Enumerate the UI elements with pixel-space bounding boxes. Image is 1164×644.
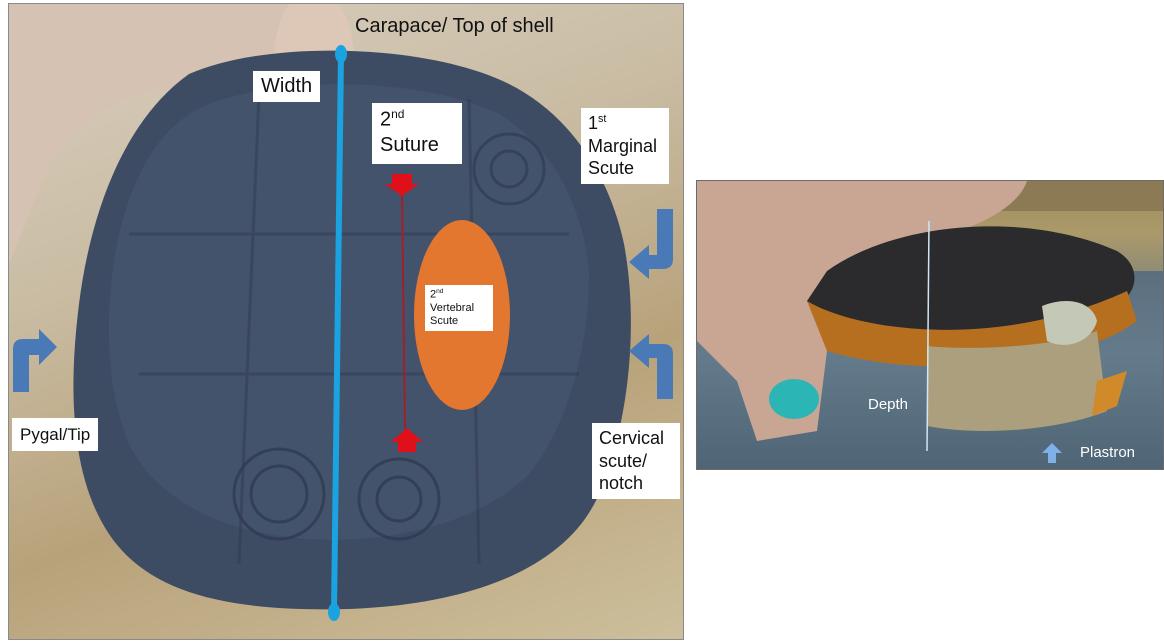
curved-arrow-icon (629, 209, 673, 279)
side-view-photo-panel (696, 180, 1164, 470)
carapace-photo-panel (8, 3, 684, 640)
up-arrow-icon (1042, 443, 1062, 463)
side-view-illustration (697, 181, 1164, 470)
curved-arrow-icon (629, 334, 673, 399)
plastron-label: Plastron (1080, 444, 1135, 463)
second-suture-label: 2nd Suture (372, 103, 462, 164)
first-marginal-scute-label: 1st Marginal Scute (581, 108, 669, 184)
curved-arrow-icon (13, 329, 57, 392)
width-label: Width (253, 71, 320, 102)
carapace-label: Carapace/ Top of shell (355, 14, 554, 39)
carapace-illustration (9, 4, 684, 640)
fingernail-shape (769, 379, 819, 419)
depth-label: Depth (868, 396, 908, 415)
cervical-scute-notch-label: Cervical scute/ notch (592, 423, 680, 499)
pygal-tip-label: Pygal/Tip (12, 418, 98, 451)
second-vertebral-scute-label: 2nd Vertebral Scute (425, 285, 493, 331)
